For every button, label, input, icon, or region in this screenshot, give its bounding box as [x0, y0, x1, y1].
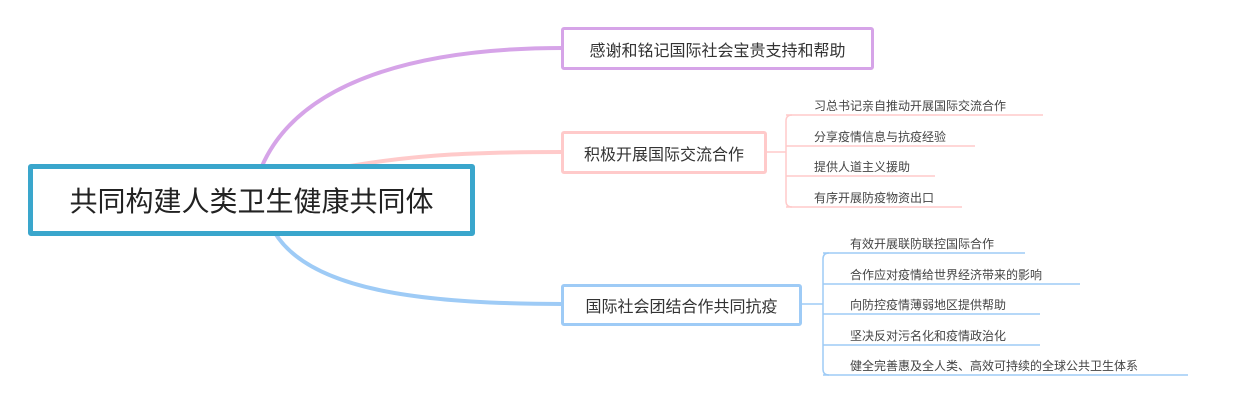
- subtopic[interactable]: 分享疫情信息与抗疫经验: [814, 130, 947, 144]
- branch-topic-label: 积极开展国际交流合作: [583, 144, 744, 164]
- subtopic[interactable]: 习总书记亲自推动开展国际交流合作: [814, 99, 1007, 113]
- subtopic[interactable]: 提供人道主义援助: [814, 160, 911, 174]
- subtopic[interactable]: 有效开展联防联控国际合作: [850, 237, 995, 251]
- subtopic[interactable]: 健全完善惠及全人类、高效可持续的全球公共卫生体系: [850, 359, 1139, 373]
- subtopic[interactable]: 合作应对疫情给世界经济带来的影响: [850, 268, 1043, 282]
- branch-topic-1[interactable]: 感谢和铭记国际社会宝贵支持和帮助: [561, 27, 874, 70]
- subtopic[interactable]: 有序开展防疫物资出口: [814, 191, 935, 205]
- connector-branch-3: [273, 231, 564, 306]
- branch-3-bracket: [802, 252, 1188, 376]
- branch-topic-3[interactable]: 国际社会团结合作共同抗疫: [561, 284, 802, 326]
- connector-branch-2: [349, 150, 564, 168]
- branch-topic-2[interactable]: 积极开展国际交流合作: [561, 131, 767, 174]
- subtopic[interactable]: 向防控疫情薄弱地区提供帮助: [850, 298, 1007, 312]
- root-topic[interactable]: 共同构建人类卫生健康共同体: [28, 164, 475, 236]
- branch-2-bracket: [767, 114, 1043, 208]
- connector-branch-1: [260, 46, 564, 167]
- branch-topic-label: 感谢和铭记国际社会宝贵支持和帮助: [589, 40, 846, 60]
- root-topic-label: 共同构建人类卫生健康共同体: [69, 185, 434, 218]
- branch-topic-label: 国际社会团结合作共同抗疫: [585, 297, 778, 316]
- subtopic[interactable]: 坚决反对污名化和疫情政治化: [850, 329, 1007, 343]
